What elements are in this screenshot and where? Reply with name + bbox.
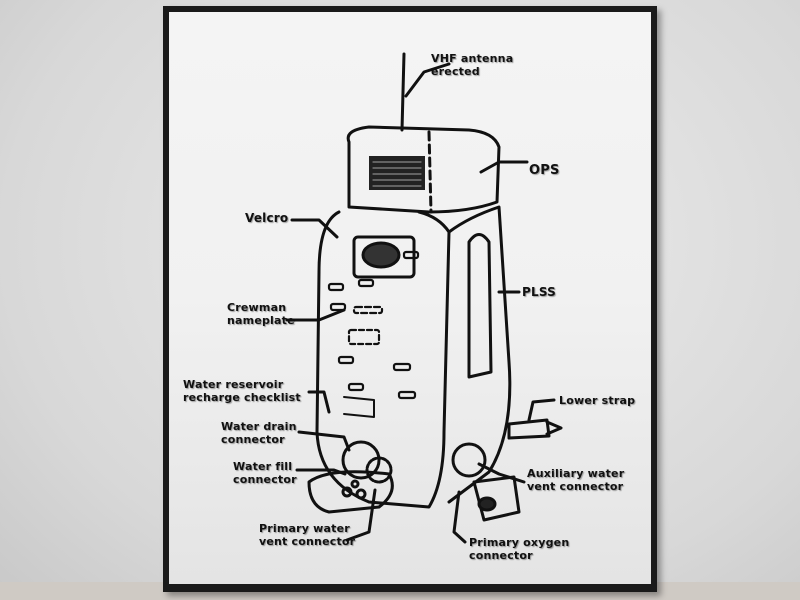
base-plate: [307, 470, 394, 514]
mission-patch-icon: [361, 241, 401, 269]
label-water-drain: Water drain connector: [221, 420, 297, 446]
plss-side: [447, 205, 512, 504]
ops-leader: [479, 160, 529, 174]
label-vhf-antenna: VHF antenna erected: [431, 52, 514, 78]
picture-frame: VHF antenna erected OPS Velcro PLSS Crew…: [163, 6, 657, 592]
ops-box: [346, 125, 501, 214]
antenna-line: [400, 52, 406, 132]
backpack-drawing: [285, 52, 563, 544]
label-primary-oxygen: Primary oxygen connector: [469, 536, 570, 562]
primary-water-leader: [345, 488, 377, 542]
water-drain-connector: [341, 440, 381, 480]
label-water-reservoir: Water reservoir recharge checklist: [183, 378, 301, 404]
flag-icon: [369, 156, 425, 190]
lower-strap-buckle: [507, 418, 551, 440]
plss-body: [315, 210, 451, 509]
label-lower-strap: Lower strap: [559, 394, 636, 407]
diagram-panel: VHF antenna erected OPS Velcro PLSS Crew…: [169, 12, 651, 584]
oxygen-leader: [452, 490, 467, 544]
label-aux-water-vent: Auxiliary water vent connector: [527, 467, 625, 493]
velcro-leader: [290, 218, 339, 239]
nameplate-leader: [285, 308, 346, 322]
label-ops: OPS: [529, 163, 560, 178]
label-plss: PLSS: [522, 285, 556, 299]
lower-strap-leader: [527, 398, 556, 422]
label-water-fill: Water fill connector: [233, 460, 297, 486]
label-crewman-nameplate: Crewman nameplate: [227, 301, 295, 327]
reservoir-leader: [307, 390, 331, 414]
label-velcro: Velcro: [245, 211, 289, 225]
aux-water-vent-connector: [451, 442, 487, 478]
side-pocket: [467, 233, 493, 379]
vhf-leader: [404, 62, 451, 98]
label-primary-water-vent: Primary water vent connector: [259, 522, 356, 548]
drain-leader: [297, 430, 351, 452]
